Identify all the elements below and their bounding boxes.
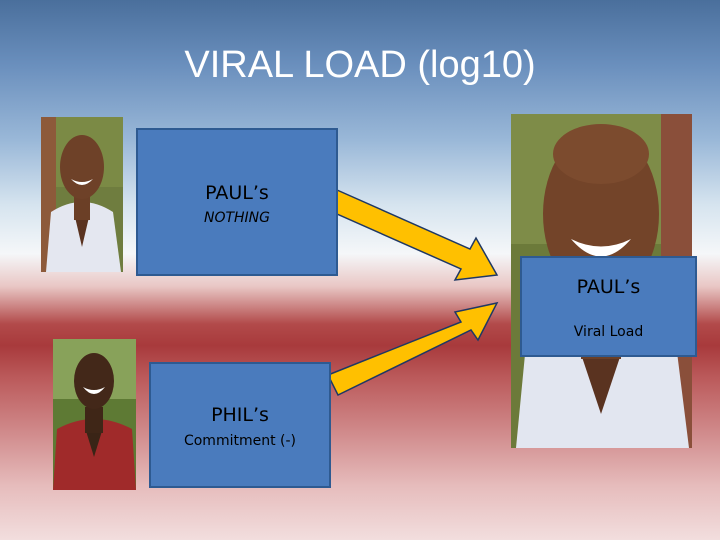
paul-nothing-box: PAUL’s NOTHING (136, 128, 338, 276)
phil-box-title: PHIL’s (211, 404, 269, 426)
slide-title: VIRAL LOAD (log10) (184, 44, 536, 86)
paul-box-subtitle: NOTHING (203, 210, 271, 226)
arrow-top (327, 189, 499, 281)
paul-photo-small (41, 117, 123, 272)
paul-box-title: PAUL’s (205, 182, 269, 204)
paul-viral-load-box: PAUL’s Viral Load (520, 256, 697, 357)
paul-viral-load-title: PAUL’s (576, 276, 641, 298)
paul-viral-load-subtitle: Viral Load (573, 324, 644, 340)
phil-commitment-box: PHIL’s Commitment (-) (149, 362, 331, 488)
arrow-bottom (326, 301, 499, 397)
phil-box-subtitle: Commitment (-) (183, 433, 297, 449)
phil-photo (53, 339, 136, 490)
